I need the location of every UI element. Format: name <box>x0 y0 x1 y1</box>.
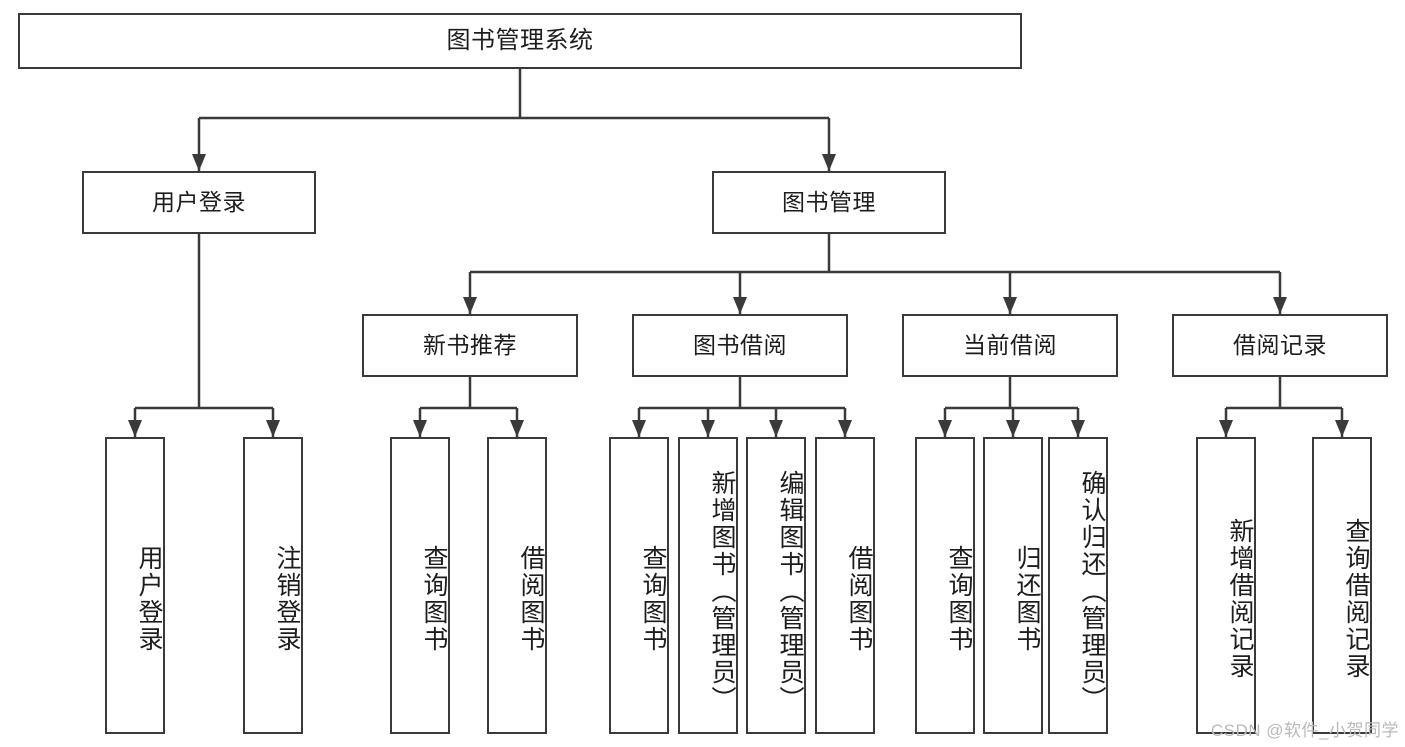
arrow-head-icon <box>1003 297 1017 314</box>
arrow-head-icon <box>192 154 206 171</box>
arrow-head-icon <box>938 420 952 437</box>
node-label: 查询图书 <box>420 544 448 653</box>
node-label: 借阅图书 <box>845 544 873 653</box>
node-label: 当前借阅 <box>963 331 1057 358</box>
node-leaf-borrow-book-2: 借阅图书 <box>815 437 875 734</box>
arrow-head-icon <box>701 420 715 437</box>
arrow-head-icon <box>1006 420 1020 437</box>
node-label: 图书借阅 <box>693 331 787 358</box>
node-leaf-add-record: 新增借阅记录 <box>1196 437 1256 734</box>
arrow-head-icon <box>1273 297 1287 314</box>
node-leaf-logout: 注销登录 <box>243 437 303 734</box>
node-label: 确认归还（管理员） <box>1078 470 1106 713</box>
node-borrow-record: 借阅记录 <box>1172 314 1388 377</box>
arrow-head-icon <box>769 420 783 437</box>
node-leaf-query-record: 查询借阅记录 <box>1312 437 1372 734</box>
node-label: 新增图书（管理员） <box>708 470 736 713</box>
node-book-borrow: 图书借阅 <box>632 314 848 377</box>
node-label: 注销登录 <box>273 544 301 653</box>
arrow-head-icon <box>1335 420 1349 437</box>
arrow-head-icon <box>510 420 524 437</box>
node-label: 新书推荐 <box>423 331 517 358</box>
node-label: 归还图书 <box>1013 544 1041 653</box>
arrow-head-icon <box>822 154 836 171</box>
node-root: 图书管理系统 <box>18 13 1022 69</box>
node-label: 编辑图书（管理员） <box>776 470 804 713</box>
node-label: 查询图书 <box>945 544 973 653</box>
watermark-label: CSDN @软件_小贺同学 <box>1210 721 1399 740</box>
node-leaf-user-login: 用户登录 <box>105 437 165 734</box>
node-leaf-query-book-2: 查询图书 <box>609 437 669 734</box>
arrow-head-icon <box>266 420 280 437</box>
node-label: 查询图书 <box>639 544 667 653</box>
node-label: 用户登录 <box>152 188 246 215</box>
arrow-head-icon <box>128 420 142 437</box>
node-label: 新增借阅记录 <box>1226 517 1254 680</box>
node-label: 借阅图书 <box>517 544 545 653</box>
node-new-book-recommend: 新书推荐 <box>362 314 578 377</box>
arrow-head-icon <box>1071 420 1085 437</box>
node-label: 借阅记录 <box>1233 331 1327 358</box>
node-user-login: 用户登录 <box>82 171 316 234</box>
node-leaf-query-book-3: 查询图书 <box>915 437 975 734</box>
arrow-head-icon <box>632 420 646 437</box>
arrow-head-icon <box>1219 420 1233 437</box>
node-leaf-edit-book: 编辑图书（管理员） <box>746 437 806 734</box>
node-leaf-query-book-1: 查询图书 <box>390 437 450 734</box>
node-leaf-add-book: 新增图书（管理员） <box>678 437 738 734</box>
node-leaf-return-book: 归还图书 <box>983 437 1043 734</box>
node-label: 图书管理系统 <box>446 26 594 54</box>
arrow-head-icon <box>838 420 852 437</box>
node-label: 图书管理 <box>782 188 876 215</box>
arrow-head-icon <box>733 297 747 314</box>
node-label: 用户登录 <box>135 544 163 653</box>
node-leaf-confirm-return: 确认归还（管理员） <box>1048 437 1108 734</box>
arrow-head-icon <box>463 297 477 314</box>
node-current-borrow: 当前借阅 <box>902 314 1118 377</box>
node-label: 查询借阅记录 <box>1342 517 1370 680</box>
node-book-manage: 图书管理 <box>712 171 946 234</box>
node-leaf-borrow-book-1: 借阅图书 <box>487 437 547 734</box>
arrow-head-icon <box>413 420 427 437</box>
